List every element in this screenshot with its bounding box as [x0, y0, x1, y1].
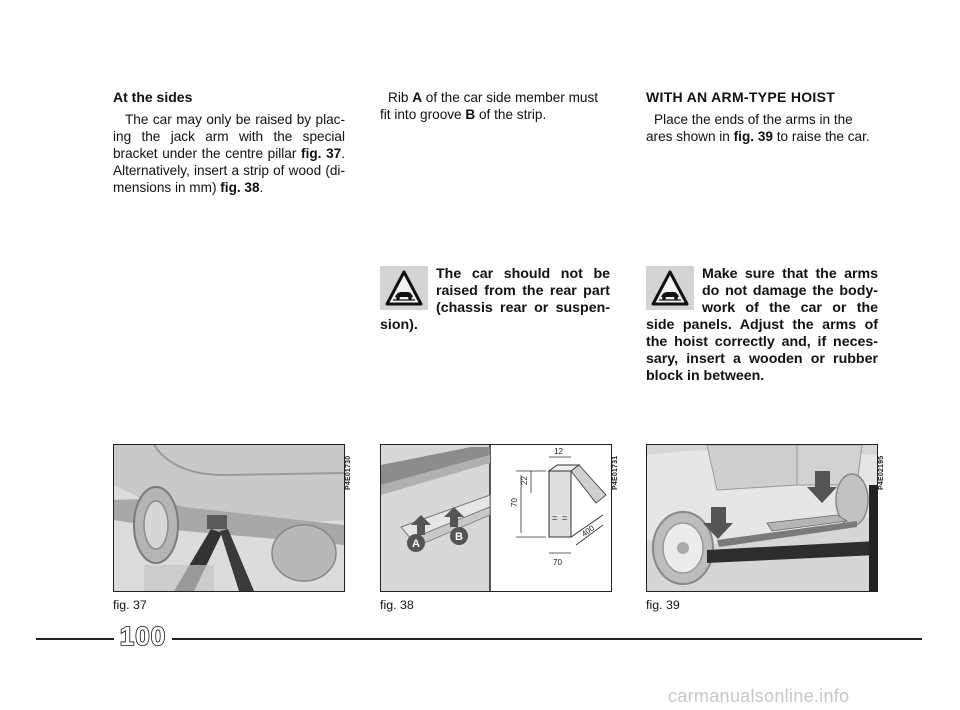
figure-code-37: P4E01730: [345, 455, 352, 490]
dim-70-vertical: 70: [510, 498, 519, 507]
paragraph-rib: Rib A of the car side member must fit in…: [380, 90, 599, 122]
label-a: A: [412, 538, 420, 550]
column-right: WITH AN ARM-TYPE HOIST Place the ends of…: [646, 89, 880, 145]
dim-70-horizontal: 70: [553, 558, 562, 567]
figure-38-wood-strip: A B 12 22 70 70 400 = =: [380, 444, 612, 592]
section-heading-arm-hoist: WITH AN ARM-TYPE HOIST: [646, 89, 836, 105]
dim-22: 22: [520, 476, 529, 485]
footer-rule-left: [36, 638, 114, 640]
fig-ref-38: fig. 38: [220, 180, 260, 195]
figure-code-39: P4E02195: [878, 455, 885, 490]
paragraph-hoist: Place the ends of the arms in the ares s…: [646, 112, 870, 144]
footer-rule-right: [172, 638, 922, 640]
figure-caption-37: fig. 37: [113, 598, 147, 612]
section-heading-at-the-sides: At the sides: [113, 89, 193, 105]
ref-a: A: [412, 90, 423, 105]
fig-ref-39: fig. 39: [733, 129, 773, 144]
watermark: carmanualsonline.info: [668, 686, 850, 706]
figure-code-38: P4E01731: [612, 455, 619, 490]
warning-triangle-car-icon: [646, 266, 694, 310]
warning-text: The car should not be raised from the re…: [380, 266, 610, 333]
warning-text: Make sure that the arms do not damage th…: [646, 266, 878, 384]
ref-b: B: [465, 107, 476, 122]
equal-mark-left: =: [552, 513, 557, 523]
column-left: At the sides The car may only be raised …: [113, 89, 345, 196]
page-number: 100: [119, 620, 167, 652]
label-b: B: [455, 531, 463, 543]
paragraph-sides: The car may only be raised by plac­ing t…: [113, 112, 345, 195]
figure-37-jack-under-pillar: [113, 444, 345, 592]
figure-39-arm-hoist: [646, 444, 878, 592]
figure-caption-38: fig. 38: [380, 598, 414, 612]
warning-triangle-car-icon: [380, 266, 428, 310]
fig-ref-37: fig. 37: [301, 146, 342, 161]
dim-12: 12: [554, 447, 563, 456]
warning-rear-lift: The car should not be raised from the re…: [380, 266, 610, 334]
figure-caption-39: fig. 39: [646, 598, 680, 612]
equal-mark-right: =: [562, 513, 567, 523]
warning-hoist-arms: Make sure that the arms do not damage th…: [646, 266, 878, 385]
column-middle: Rib A of the car side member must fit in…: [380, 89, 610, 123]
